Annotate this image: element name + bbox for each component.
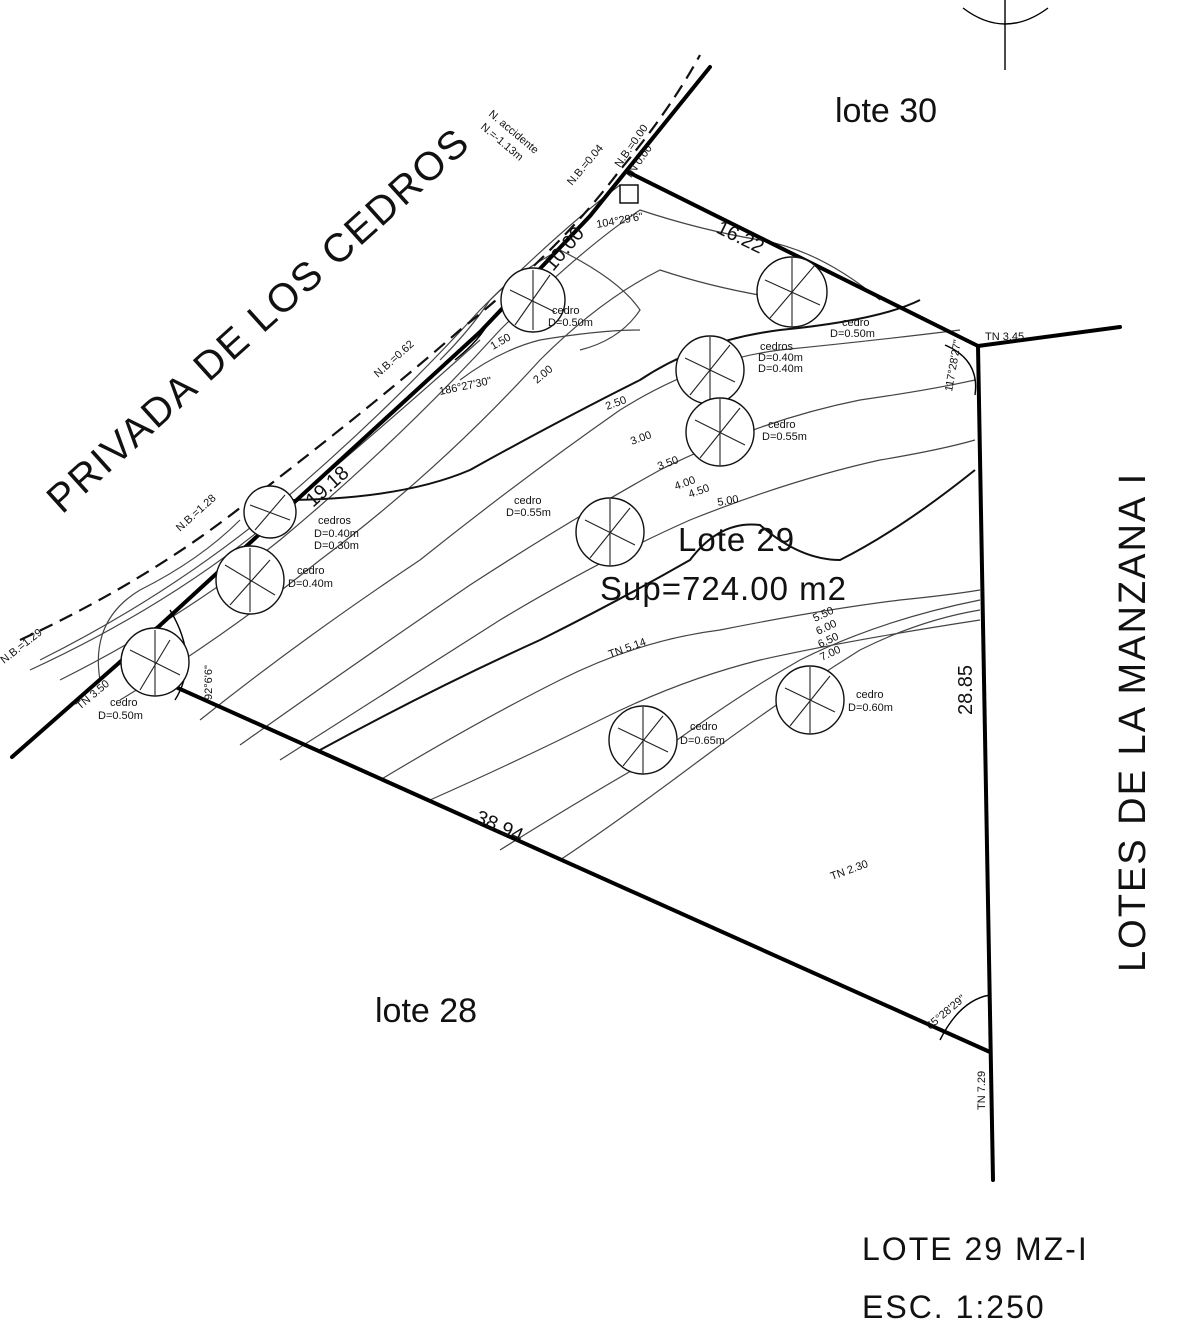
tree-icon <box>575 497 645 567</box>
tree-label-species: cedro <box>768 419 796 431</box>
tree-label-diameter: D=0.40m <box>758 352 803 364</box>
level-label: N.B.=0.04 <box>565 142 606 187</box>
tree-icon <box>500 267 566 333</box>
tree-icon <box>775 665 845 735</box>
tree-label-diameter-2: D=0.30m <box>314 540 359 552</box>
level-labels: N.B.=0.04 N.B.=0.62 N.B.=1.28 N.B.=1.29 … <box>0 108 1024 1110</box>
tree-icon <box>756 256 828 328</box>
tree-label-diameter: D=0.50m <box>830 328 875 340</box>
tree-label-species: cedro <box>514 495 542 507</box>
lot-boundary <box>10 65 1122 1182</box>
neighbor-lot-north: lote 30 <box>835 92 937 130</box>
tree-label-species: cedros <box>760 341 794 353</box>
lot-name: Lote 29 <box>678 521 795 558</box>
level-label: TN 3.45 <box>985 331 1024 343</box>
tree-icon <box>243 485 297 539</box>
level-label: TN 7.29 <box>976 1071 988 1110</box>
contour-label: 5.00 <box>716 493 739 509</box>
level-label: TN 2.30 <box>829 858 870 883</box>
angle-top: 104°29'6" <box>595 211 644 231</box>
dimension-south-edge: 38.94 <box>472 806 527 846</box>
tree-label-diameter: D=0.55m <box>506 507 551 519</box>
contour-label: 3.00 <box>629 429 653 448</box>
tree-icon <box>685 397 755 467</box>
angle-west: 92°6'6" <box>203 665 215 700</box>
tree-symbols <box>120 256 845 775</box>
dimension-street-short: 10.00 <box>540 223 589 275</box>
angle-street-bend: 186°27'30" <box>438 375 493 398</box>
level-label: TN 5.14 <box>607 636 648 661</box>
tree-label-species: cedros <box>318 515 352 527</box>
tree-labels: cedro D=0.50m cedro D=0.50m cedros D=0.4… <box>98 305 893 747</box>
tree-label-diameter: D=0.50m <box>98 710 143 722</box>
contour-labels: 1.50 2.00 2.50 3.00 3.50 4.00 4.50 5.00 … <box>489 331 843 663</box>
level-label: N.B.=1.29 <box>0 627 45 667</box>
tree-icon <box>215 545 285 615</box>
lot-area: Sup=724.00 m2 <box>600 570 847 607</box>
north-arrow-icon <box>962 0 1049 70</box>
tree-label-diameter-2: D=0.40m <box>758 363 803 375</box>
tree-label-species: cedro <box>842 317 870 329</box>
tree-label-diameter: D=0.50m <box>548 317 593 329</box>
tree-label-diameter: D=0.40m <box>288 578 333 590</box>
tree-label-species: cedro <box>110 697 138 709</box>
tree-label-species: cedro <box>690 721 718 733</box>
tree-label-diameter: D=0.40m <box>314 528 359 540</box>
contour-label: 1.50 <box>489 331 514 352</box>
side-lots-label: LOTES DE LA MANZANA I <box>1112 472 1154 972</box>
survey-marker-icon <box>619 184 639 204</box>
dimension-east-edge: 28.85 <box>955 665 977 715</box>
tree-label-species: cedro <box>297 565 325 577</box>
angle-east-top: 117°28'27" <box>943 339 964 393</box>
street-centerline <box>19 54 701 641</box>
tree-icon <box>120 627 190 697</box>
dimension-north-edge: 16.22 <box>713 217 768 259</box>
tree-label-diameter: D=0.60m <box>848 702 893 714</box>
tree-label-diameter: D=0.65m <box>680 735 725 747</box>
tree-label-diameter: D=0.55m <box>762 431 807 443</box>
tree-icon <box>608 705 678 775</box>
angle-east-bottom: 65°28'29" <box>924 993 968 1033</box>
contour-label: 2.00 <box>531 363 555 386</box>
plan-title: LOTE 29 MZ-I <box>862 1231 1089 1267</box>
contour-label: 3.50 <box>656 454 680 473</box>
tree-icon <box>675 335 745 405</box>
tree-label-species: cedro <box>552 305 580 317</box>
tree-label-species: cedro <box>856 689 884 701</box>
neighbor-lot-south: lote 28 <box>375 992 477 1030</box>
street-name: PRIVADA DE LOS CEDROS <box>39 119 479 521</box>
plan-scale: ESC. 1:250 <box>862 1289 1046 1325</box>
